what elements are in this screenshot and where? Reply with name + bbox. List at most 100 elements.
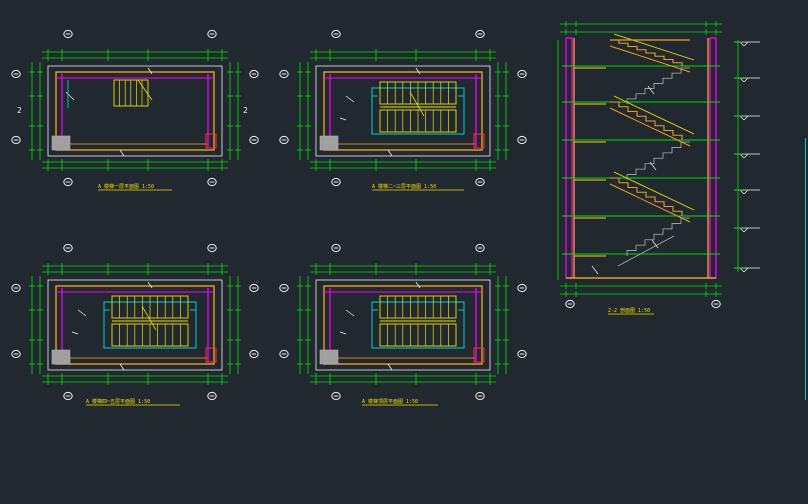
break-mark — [119, 149, 125, 157]
axis-bubble — [63, 243, 73, 253]
plan-wall-outline — [323, 285, 483, 365]
symbol — [345, 309, 355, 317]
axis-bubble — [279, 283, 289, 293]
symbol — [65, 91, 75, 101]
axis-bubble — [63, 29, 73, 39]
axis-bubble — [207, 177, 217, 187]
symbol — [345, 95, 355, 103]
stair-flight-profile — [610, 39, 683, 66]
break-mark — [147, 281, 153, 289]
axis-bubble — [475, 29, 485, 39]
stair-handrail — [613, 95, 695, 135]
stair-arrow — [141, 305, 157, 331]
break-mark — [651, 239, 659, 249]
axis-bubble — [475, 391, 485, 401]
stair-return-profile — [626, 217, 690, 256]
stair-soffit — [609, 183, 691, 223]
break-mark — [415, 67, 421, 75]
level-marker — [743, 189, 749, 195]
axis-bubble — [475, 177, 485, 187]
stair-section — [557, 21, 760, 309]
level-marker — [743, 267, 749, 273]
axis-bubble — [249, 349, 259, 359]
plan-wall-outline — [55, 285, 215, 365]
stair-flight-profile — [610, 177, 683, 216]
axis-bubble — [207, 243, 217, 253]
axis-bubble — [63, 391, 73, 401]
break-mark — [647, 85, 655, 95]
level-marker — [743, 153, 749, 159]
level-marker — [743, 115, 749, 121]
axis-bubble — [249, 283, 259, 293]
axis-bubble — [331, 243, 341, 253]
stair-return-profile — [617, 235, 675, 267]
level-marker — [739, 115, 745, 121]
break-mark — [415, 281, 421, 289]
stair-handrail — [613, 33, 695, 61]
stair-plan-4 — [279, 243, 527, 401]
column-block — [319, 135, 339, 151]
axis-bubble — [517, 349, 527, 359]
level-marker — [739, 153, 745, 159]
level-marker — [739, 77, 745, 83]
level-marker — [739, 189, 745, 195]
axis-bubble — [475, 243, 485, 253]
axis-bubble — [279, 135, 289, 145]
column-marker — [473, 347, 485, 363]
break-mark — [649, 161, 657, 171]
break-mark — [147, 67, 153, 75]
stair-plan-2 — [279, 29, 527, 187]
symbol — [339, 331, 347, 335]
axis-bubble — [711, 299, 721, 309]
level-marker — [739, 41, 745, 47]
axis-bubble — [63, 177, 73, 187]
plan-frame — [47, 65, 223, 157]
axis-bubble — [11, 283, 21, 293]
column-block — [319, 349, 339, 365]
plan-frame — [315, 65, 491, 157]
level-marker — [743, 77, 749, 83]
axis-bubble — [517, 135, 527, 145]
column-marker — [205, 133, 217, 149]
stair-arrow — [409, 91, 425, 117]
section-axis-wall — [565, 37, 573, 279]
stair-return-profile — [626, 67, 690, 104]
axis-bubble — [11, 135, 21, 145]
level-marker — [743, 41, 749, 47]
axis-bubble — [331, 29, 341, 39]
stair-plan-3 — [11, 243, 259, 401]
break-mark — [387, 363, 393, 371]
plan-wall-inner — [61, 77, 209, 145]
axis-bubble — [207, 391, 217, 401]
column-block — [51, 349, 71, 365]
level-marker — [743, 227, 749, 233]
column-block — [51, 135, 71, 151]
axis-bubble — [517, 283, 527, 293]
plan-wall-outline — [55, 71, 215, 151]
stair-flight-profile — [610, 101, 683, 140]
symbol — [77, 309, 87, 317]
axis-bubble — [331, 391, 341, 401]
plan-frame — [315, 279, 491, 371]
stair-arrow — [137, 79, 153, 101]
stair-handrail — [613, 171, 695, 211]
level-marker — [739, 267, 745, 273]
axis-bubble — [279, 69, 289, 79]
break-mark — [387, 149, 393, 157]
level-marker — [739, 227, 745, 233]
axis-bubble — [331, 177, 341, 187]
axis-bubble — [565, 299, 575, 309]
axis-bubble — [11, 349, 21, 359]
axis-bubble — [11, 69, 21, 79]
symbol — [71, 331, 79, 335]
axis-bubble — [279, 349, 289, 359]
plan-frame — [47, 279, 223, 371]
stair-soffit — [609, 107, 691, 147]
axis-bubble — [249, 69, 259, 79]
stair-soffit — [609, 45, 691, 73]
column-marker — [205, 347, 217, 363]
section-axis-wall — [709, 37, 717, 279]
column-marker — [473, 133, 485, 149]
break-mark — [591, 265, 599, 275]
axis-bubble — [207, 29, 217, 39]
